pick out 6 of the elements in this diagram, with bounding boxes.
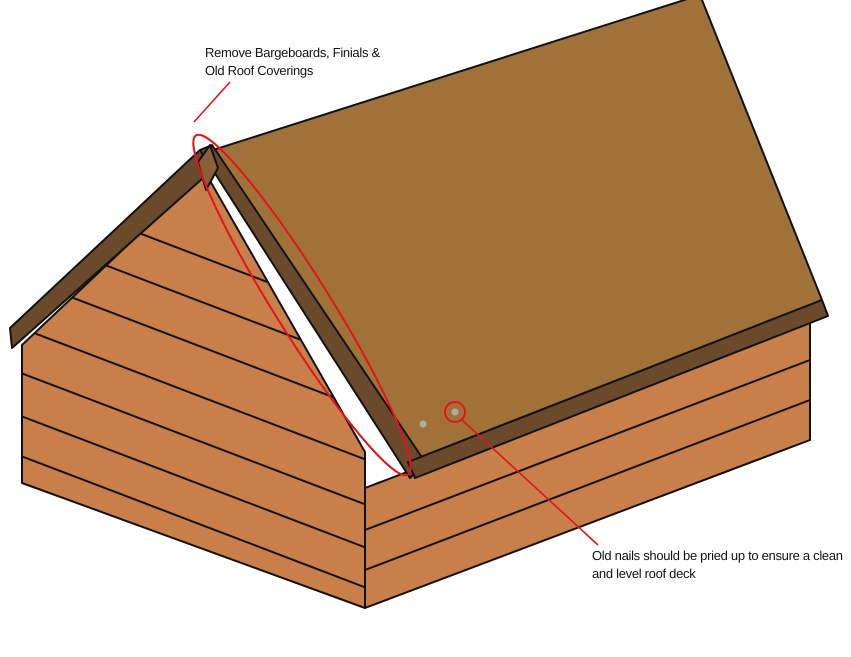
leader-line: [193, 81, 231, 123]
highlight-circle: [444, 401, 466, 423]
callout-text: Old nails should be pried up to ensure a clean and level roof deck: [592, 547, 847, 583]
callout-text: Remove Bargeboards, Finials & Old Roof Coverings: [205, 44, 380, 80]
leader-line: [461, 419, 599, 546]
highlight-ellipse: [192, 134, 412, 476]
